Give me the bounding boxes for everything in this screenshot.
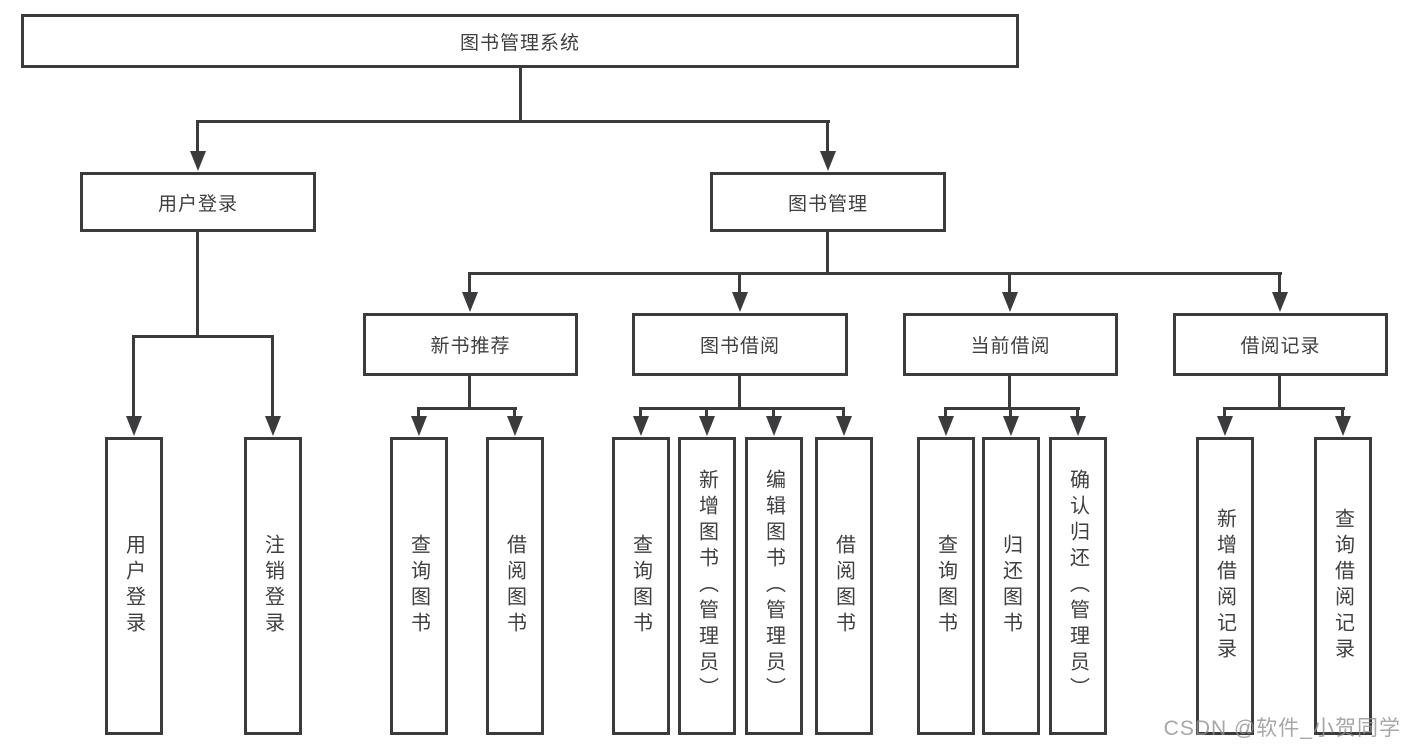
leaf-query-books-2: 查询图书 <box>612 437 670 735</box>
node-current-borrowing: 当前借阅 <box>903 313 1118 376</box>
connector-dline <box>132 335 135 417</box>
leaf-add-borrow-record: 新增借阅记录 <box>1196 437 1254 735</box>
connector-hline <box>1223 407 1345 410</box>
node-user-login: 用户登录 <box>80 172 316 232</box>
node-library-system: 图书管理系统 <box>21 14 1019 68</box>
leaf-user-login: 用户登录 <box>105 437 163 735</box>
connector-vline <box>1008 376 1011 410</box>
connector-dline <box>1009 407 1012 417</box>
connector-hline <box>639 407 845 410</box>
arrow-down-icon <box>699 416 715 436</box>
arrow-down-icon <box>938 416 954 436</box>
leaf-borrow-books-1-label: 借阅图书 <box>503 534 526 638</box>
leaf-return-books-label: 归还图书 <box>999 534 1022 638</box>
leaf-query-books-2-label: 查询图书 <box>629 534 652 638</box>
connector-dline <box>468 272 471 293</box>
leaf-logout: 注销登录 <box>244 437 302 735</box>
node-book-management: 图书管理 <box>710 172 946 232</box>
arrow-down-icon <box>1272 292 1288 312</box>
node-book-borrowing: 图书借阅 <box>632 313 848 376</box>
arrow-down-icon <box>462 292 478 312</box>
connector-dline <box>1223 407 1226 417</box>
connector-dline <box>417 407 420 417</box>
arrow-down-icon <box>1070 416 1086 436</box>
node-borrow-records: 借阅记录 <box>1173 313 1388 376</box>
node-new-book-recommend: 新书推荐 <box>363 313 578 376</box>
arrow-down-icon <box>1003 416 1019 436</box>
connector-hline <box>132 335 274 338</box>
connector-dline <box>1278 272 1281 293</box>
connector-vline <box>826 232 829 275</box>
leaf-add-books-admin-label: 新增图书（管理员） <box>695 469 718 703</box>
connector-dline <box>738 272 741 293</box>
leaf-borrow-books-1: 借阅图书 <box>486 437 544 735</box>
leaf-edit-books-admin: 编辑图书（管理员） <box>745 437 803 735</box>
arrow-down-icon <box>411 416 427 436</box>
connector-vline <box>468 376 471 410</box>
arrow-down-icon <box>732 292 748 312</box>
leaf-logout-label: 注销登录 <box>261 534 284 638</box>
connector-dline <box>842 407 845 417</box>
connector-hline <box>944 407 1080 410</box>
leaf-borrow-books-2: 借阅图书 <box>815 437 873 735</box>
arrow-down-icon <box>1002 292 1018 312</box>
leaf-confirm-return-admin: 确认归还（管理员） <box>1049 437 1107 735</box>
connector-dline <box>1341 407 1344 417</box>
leaf-edit-books-admin-label: 编辑图书（管理员） <box>762 469 785 703</box>
connector-dline <box>944 407 947 417</box>
connector-dline <box>772 407 775 417</box>
leaf-borrow-books-2-label: 借阅图书 <box>832 534 855 638</box>
connector-vline <box>1278 376 1281 410</box>
arrow-down-icon <box>265 416 281 436</box>
arrow-down-icon <box>1335 416 1351 436</box>
arrow-down-icon <box>190 151 206 171</box>
leaf-add-borrow-record-label: 新增借阅记录 <box>1213 508 1236 664</box>
arrow-down-icon <box>836 416 852 436</box>
leaf-query-borrow-record-label: 查询借阅记录 <box>1331 508 1354 664</box>
leaf-confirm-return-admin-label: 确认归还（管理员） <box>1066 469 1089 703</box>
connector-dline <box>196 120 199 152</box>
leaf-query-books-3: 查询图书 <box>917 437 975 735</box>
leaf-query-books-1: 查询图书 <box>390 437 448 735</box>
connector-vline <box>738 376 741 410</box>
leaf-add-books-admin: 新增图书（管理员） <box>678 437 736 735</box>
arrow-down-icon <box>633 416 649 436</box>
csdn-watermark: CSDN @软件_小贺同学 <box>1163 717 1401 740</box>
leaf-return-books: 归还图书 <box>982 437 1040 735</box>
connector-hline <box>417 407 517 410</box>
leaf-query-books-1-label: 查询图书 <box>407 534 430 638</box>
connector-dline <box>826 120 829 152</box>
connector-vline <box>519 68 522 123</box>
connector-vline <box>196 232 199 338</box>
arrow-down-icon <box>820 151 836 171</box>
arrow-down-icon <box>126 416 142 436</box>
connector-dline <box>639 407 642 417</box>
connector-dline <box>1008 272 1011 293</box>
arrow-down-icon <box>507 416 523 436</box>
connector-dline <box>271 335 274 417</box>
leaf-query-books-3-label: 查询图书 <box>934 534 957 638</box>
connector-dline <box>1076 407 1079 417</box>
connector-hline <box>196 120 830 123</box>
arrow-down-icon <box>766 416 782 436</box>
arrow-down-icon <box>1217 416 1233 436</box>
connector-hline <box>468 272 1282 275</box>
connector-dline <box>513 407 516 417</box>
leaf-user-login-label: 用户登录 <box>122 534 145 638</box>
leaf-query-borrow-record: 查询借阅记录 <box>1314 437 1372 735</box>
connector-dline <box>705 407 708 417</box>
